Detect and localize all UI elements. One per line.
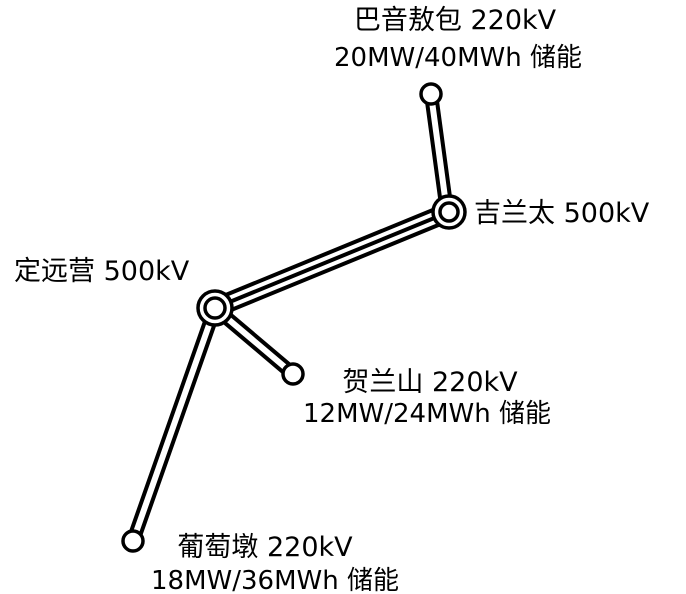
label-putaodun-name: 葡萄墩 220kV	[177, 532, 353, 563]
label-bayinaobao-storage: 20MW/40MWh 储能	[334, 43, 582, 73]
line-jilantai-dingyuanying	[205, 202, 459, 318]
label-jilantai-name: 吉兰太 500kV	[474, 198, 650, 229]
label-dingyuanying-name: 定远营 500kV	[14, 256, 190, 287]
label-bayinaobao-name: 巴音敖包 220kV	[354, 5, 557, 36]
node-helanshan	[281, 362, 305, 386]
line-bayinaobao-jilantai	[424, 87, 454, 219]
line-dingyuanying-putaodun	[126, 301, 222, 548]
node-putaodun	[121, 529, 145, 553]
node-jilantai	[431, 194, 467, 230]
label-putaodun-storage: 18MW/36MWh 储能	[151, 566, 399, 594]
node-dingyuanying	[196, 289, 234, 327]
label-helanshan-storage: 12MW/24MWh 储能	[303, 399, 551, 429]
node-bayinaobao	[419, 82, 443, 106]
label-helanshan-name: 贺兰山 220kV	[342, 367, 518, 398]
